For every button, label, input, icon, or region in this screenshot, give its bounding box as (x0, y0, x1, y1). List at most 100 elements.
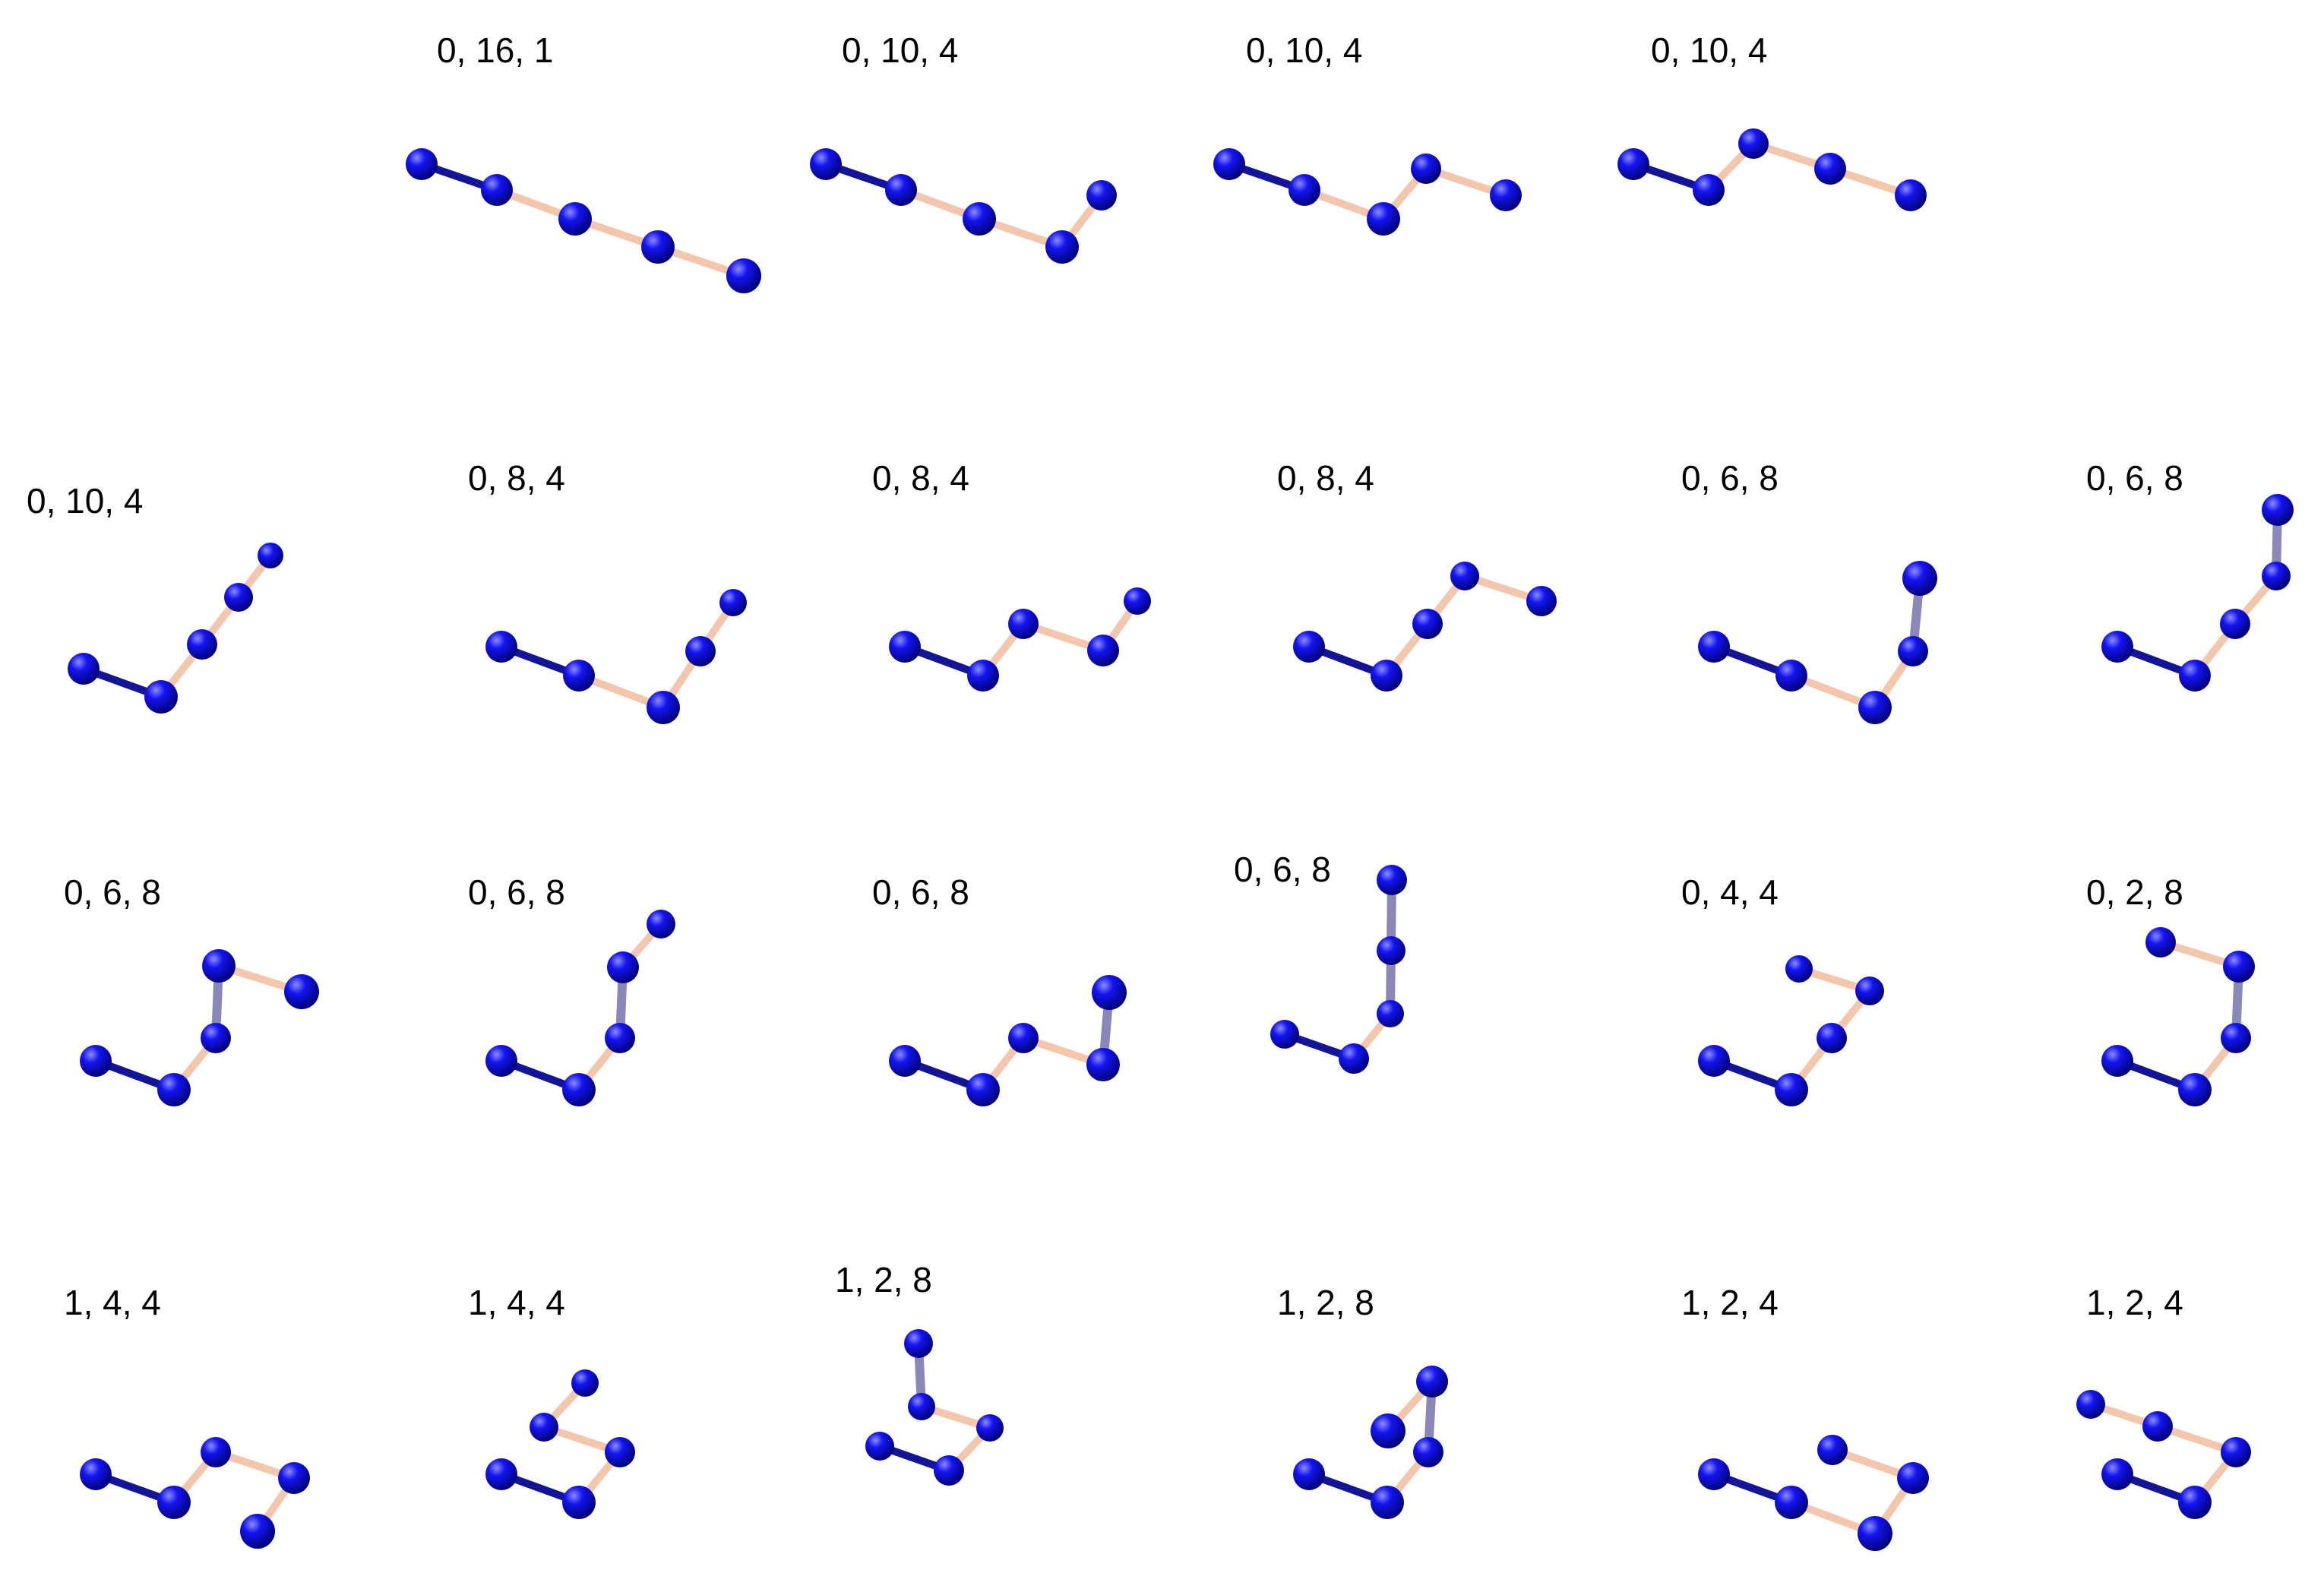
panel-label: 1, 4, 4 (64, 1283, 161, 1322)
atom (2101, 1045, 2133, 1077)
atom (1617, 148, 1649, 180)
atom (976, 1414, 1004, 1442)
conformer-panel: 0, 16, 1 (406, 30, 761, 293)
conformer-panel: 0, 6, 8 (2086, 458, 2294, 692)
atom (1124, 587, 1151, 615)
molecule (1293, 562, 1557, 692)
atom (1693, 174, 1725, 206)
atom (2223, 951, 2255, 983)
molecule (1617, 128, 1927, 211)
molecule (1698, 1435, 1929, 1551)
panel-label: 1, 4, 4 (468, 1283, 565, 1322)
atom (1785, 955, 1813, 983)
atom (1817, 1023, 1847, 1053)
atom (865, 1432, 894, 1461)
atom (885, 174, 917, 206)
conformer-panel: 0, 6, 8 (468, 872, 675, 1106)
conformer-panel: 0, 10, 4 (27, 481, 283, 714)
atom (571, 1369, 599, 1397)
atom (481, 174, 513, 206)
atom (562, 1486, 596, 1519)
conformer-panel: 0, 6, 8 (1234, 850, 1407, 1074)
panel-label: 1, 2, 4 (1681, 1283, 1779, 1322)
atom (1698, 631, 1730, 663)
atom (1288, 174, 1320, 206)
molecule (865, 1329, 1004, 1486)
atom (530, 1413, 558, 1442)
molecule (1293, 1366, 1448, 1519)
atom (1086, 1048, 1120, 1081)
atom (810, 148, 842, 180)
atom (1858, 691, 1892, 724)
conformer-panel: 1, 2, 4 (2076, 1283, 2251, 1519)
molecule (889, 975, 1127, 1106)
conformer-panel: 1, 2, 8 (835, 1260, 1004, 1486)
atom (80, 1045, 112, 1077)
atom (1293, 631, 1325, 663)
panel-label: 0, 6, 8 (64, 872, 161, 912)
molecule (485, 589, 747, 724)
atom (187, 629, 217, 660)
atom (1817, 1435, 1848, 1465)
conformer-panel: 0, 8, 4 (872, 458, 1151, 692)
atom (2145, 927, 2176, 958)
atom (157, 1073, 191, 1106)
atom (2076, 1390, 2105, 1419)
panel-label: 0, 4, 4 (1681, 872, 1779, 912)
atom (605, 1437, 635, 1467)
atom (1895, 179, 1927, 211)
atom (1412, 609, 1443, 639)
conformer-panel: 0, 6, 8 (64, 872, 319, 1106)
atom (278, 1462, 310, 1494)
atom (1897, 1462, 1929, 1494)
atom (1858, 1516, 1892, 1551)
atom (605, 1023, 635, 1053)
atom (202, 949, 236, 983)
atom (607, 951, 639, 983)
molecule (2101, 927, 2255, 1106)
atom (1898, 636, 1928, 666)
atom (726, 258, 761, 293)
atom (1367, 202, 1400, 236)
atom (485, 631, 517, 663)
atom (224, 583, 253, 612)
panel-label: 0, 6, 8 (1681, 458, 1779, 498)
atom (1339, 1043, 1369, 1074)
atom (963, 202, 996, 236)
atom (2221, 1437, 2251, 1467)
atom (1377, 1000, 1404, 1027)
atom (258, 543, 283, 568)
atom (1698, 1458, 1730, 1490)
atom (240, 1514, 275, 1549)
atom (2178, 1486, 2212, 1519)
atom (2262, 494, 2294, 526)
panel-label: 1, 2, 8 (835, 1260, 932, 1299)
panel-label: 0, 6, 8 (1234, 850, 1331, 889)
conformer-panel: 0, 4, 4 (1681, 872, 1884, 1106)
molecule (406, 148, 761, 293)
atom (2262, 562, 2291, 590)
atom (1008, 609, 1039, 639)
atom (2178, 1073, 2212, 1106)
atom (68, 653, 100, 685)
atom (1087, 635, 1119, 666)
panel-label: 0, 10, 4 (842, 30, 958, 70)
atom (157, 1486, 191, 1519)
panel-label: 1, 2, 4 (2086, 1283, 2183, 1322)
molecule (1270, 865, 1407, 1074)
panel-label: 0, 6, 8 (2086, 458, 2183, 498)
atom (1738, 128, 1769, 159)
atom (1814, 153, 1846, 185)
atom (2101, 631, 2133, 663)
atom (284, 974, 319, 1009)
molecule (485, 1369, 635, 1519)
panel-label: 0, 8, 4 (468, 458, 565, 498)
molecule (810, 148, 1117, 264)
panel-label: 0, 10, 4 (27, 481, 143, 521)
conformer-panel: 1, 2, 8 (1277, 1283, 1448, 1519)
atom (1213, 148, 1245, 180)
atom (485, 1458, 517, 1490)
conformer-panel: 1, 4, 4 (64, 1283, 310, 1549)
molecule (80, 1437, 310, 1549)
atom (889, 631, 921, 663)
